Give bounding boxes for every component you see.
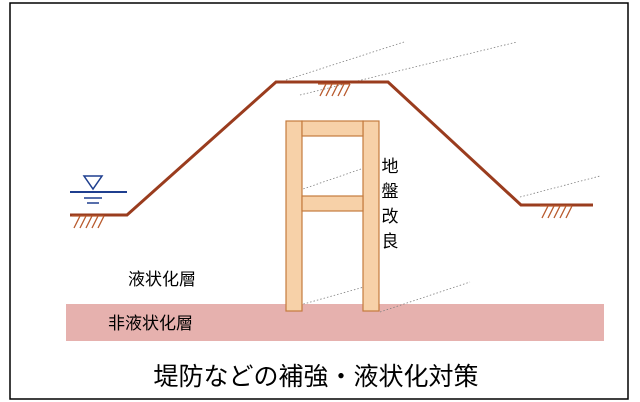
hatch-right xyxy=(540,205,573,219)
ground-improvement xyxy=(285,120,380,312)
embankment-outline xyxy=(70,80,593,217)
improvement-middle-beam xyxy=(301,195,364,212)
dotted-lines xyxy=(285,41,601,313)
non-liquefiable-layer xyxy=(66,304,604,341)
non-liquefiable-layer-label: 非液状化層 xyxy=(108,314,193,334)
water-level-icon xyxy=(70,175,127,204)
improvement-label: 地 盤 改 良 xyxy=(382,157,399,252)
liquefiable-layer-label: 液状化層 xyxy=(128,270,196,290)
diagram-title: 堤防などの補強・液状化対策 xyxy=(153,362,478,391)
improvement-char-2: 盤 xyxy=(382,182,399,202)
improvement-char-1: 地 xyxy=(382,157,399,177)
improvement-char-4: 良 xyxy=(382,232,399,252)
improvement-top-beam xyxy=(301,120,364,137)
improvement-char-3: 改 xyxy=(382,207,399,227)
improvement-right-column xyxy=(362,120,380,312)
ground-hatch-marks xyxy=(72,83,573,229)
hatch-left xyxy=(72,215,105,229)
hatch-top xyxy=(318,83,351,97)
improvement-left-column xyxy=(285,120,303,312)
